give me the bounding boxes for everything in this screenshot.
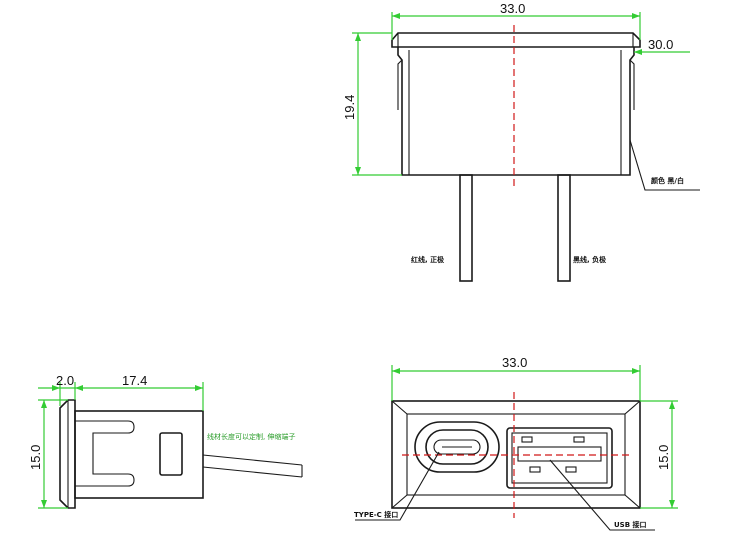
black-wire-terminal <box>557 174 571 282</box>
side-flange-dim: 2.0 <box>56 373 74 388</box>
side-view-body <box>74 410 204 499</box>
side-view: 2.0 17.4 15.0 线材长度可以定制, 伸缩端子 <box>28 373 303 509</box>
side-height-dim: 15.0 <box>28 445 43 470</box>
usb-port-note: USB 接口 <box>614 520 647 529</box>
front-height-dim: 15.0 <box>656 445 671 470</box>
top-view: 33.0 30.0 19.4 颜色 黑/白 红线, 正极 黑线, 负极 <box>342 1 700 282</box>
top-inner-width-dim: 30.0 <box>648 37 673 52</box>
side-view-window <box>159 432 183 476</box>
side-view-clip <box>75 420 135 487</box>
black-wire-note: 黑线, 负极 <box>573 255 607 264</box>
top-view-body <box>397 47 635 176</box>
usb-port <box>506 427 613 489</box>
front-width-dim: 33.0 <box>502 355 527 370</box>
red-wire-terminal <box>459 174 473 282</box>
wire-length-note: 线材长度可以定制, 伸缩端子 <box>207 432 295 441</box>
top-width-dim: 33.0 <box>500 1 525 16</box>
top-view-flange <box>391 32 641 48</box>
typec-port-note: TYPE-C 接口 <box>354 510 398 519</box>
side-depth-dim: 17.4 <box>122 373 147 388</box>
red-wire-note: 红线, 正极 <box>411 255 445 264</box>
front-view: 33.0 15.0 TYPE-C 接口 USB 接口 <box>354 355 678 531</box>
front-view-bezel <box>391 400 641 509</box>
top-height-dim: 19.4 <box>342 95 357 120</box>
shell-color-note: 颜色 黑/白 <box>651 176 684 185</box>
typec-port <box>414 421 500 473</box>
